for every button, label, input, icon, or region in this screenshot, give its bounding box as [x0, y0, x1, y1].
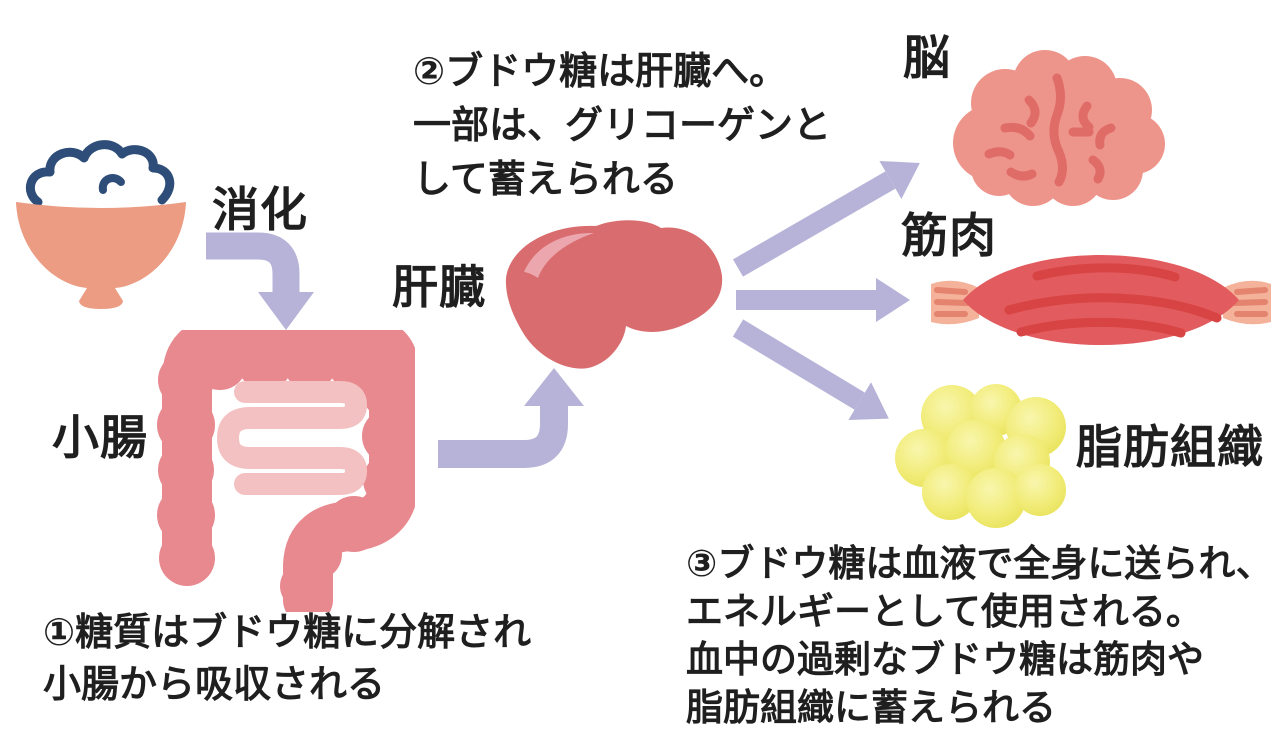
digestion-label: 消化 [212, 183, 308, 236]
flow-arrow-up-icon [438, 368, 584, 468]
adipose-cells-icon [895, 384, 1066, 528]
liver-icon [505, 220, 723, 369]
arrow-to-brain [732, 160, 920, 277]
adipose-label: 脂肪組織 [1076, 421, 1264, 473]
muscle-label: 筋肉 [901, 209, 997, 262]
muscle-icon [931, 255, 1271, 345]
brain-icon [953, 50, 1165, 206]
note-step3: ③ブドウ糖は血液で全身に送られ、 エネルギーとして使用される。 血中の過剰なブド… [686, 543, 1273, 729]
brain-label: 脳 [903, 31, 951, 84]
arrow-to-adipose [732, 319, 889, 420]
flow-arrow-down-icon [206, 232, 314, 330]
note-step1: ①糖質はブドウ糖に分解され 小腸から吸収される [43, 612, 532, 706]
small-intestine-icon [157, 330, 415, 612]
rice-bowl-icon [16, 140, 186, 309]
liver-label: 肝臓 [392, 261, 486, 313]
fan-arrows-icon [732, 160, 920, 420]
note-step2: ②ブドウ糖は肝臓へ。 一部は、グリコーゲンと して蓄えられる [413, 51, 832, 201]
small-intestine-label: 小腸 [52, 411, 148, 464]
arrow-to-muscle [736, 278, 910, 322]
